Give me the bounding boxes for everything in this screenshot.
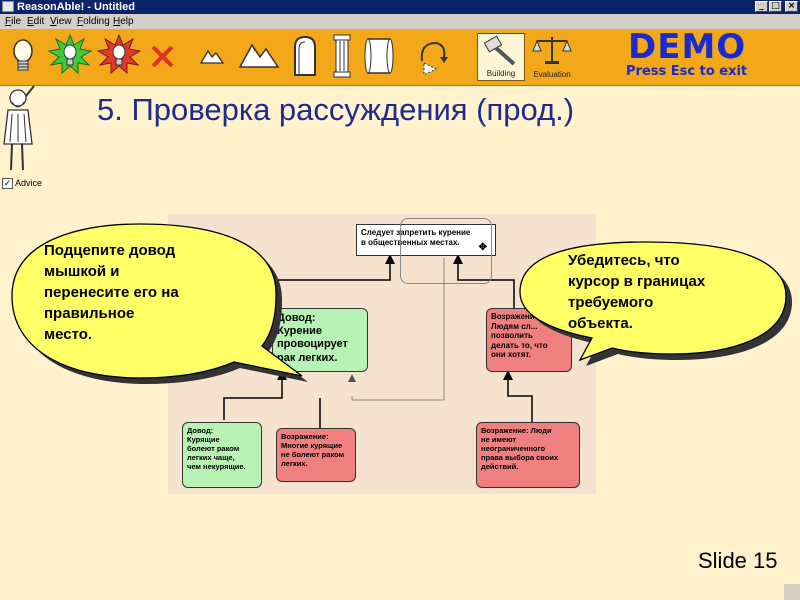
advice-checkbox[interactable]: ✓ — [2, 178, 13, 189]
reason-bottom-line: легких чаще, — [187, 453, 235, 462]
right-bubble-line: Убедитесь, что — [568, 252, 680, 269]
objection-bottom-right-line: неограниченного — [481, 444, 546, 453]
menu-bar: File Edit View Folding Help — [0, 14, 800, 29]
claim-node[interactable]: Следует запретить курение в общественных… — [356, 224, 496, 256]
demo-title: DEMO — [628, 27, 747, 67]
close-button[interactable]: × — [785, 1, 798, 12]
objection-right-line: они хотят. — [491, 350, 531, 360]
right-bubble-line: требуемого — [568, 294, 654, 311]
pillar-icon[interactable] — [330, 33, 354, 81]
objection-right-line: Людям сл... — [491, 321, 538, 331]
scroll-icon[interactable] — [362, 33, 396, 81]
left-bubble-line: Подцепите довод — [44, 242, 176, 259]
left-bubble-line: мышкой и — [44, 263, 120, 280]
reason-bottom-line: Довод: — [187, 426, 214, 435]
menu-folding[interactable]: Folding — [77, 16, 110, 27]
reason-node-main[interactable]: Довод: Курение провоцирует рак легких. — [272, 308, 368, 372]
rotate-arrow-icon[interactable] — [414, 33, 450, 81]
demo-subtitle: Press Esc to exit — [626, 64, 748, 79]
objection-bottom-left-line: Возражение: — [281, 432, 329, 441]
objection-bottom-left-line: не болеют раком — [281, 450, 345, 459]
right-bubble-line: объекта. — [568, 315, 633, 332]
reason-main-line: рак легких. — [277, 351, 338, 364]
claim-line-1: Следует запретить курение — [361, 228, 471, 237]
green-starburst-bulb-icon[interactable] — [48, 33, 92, 81]
objection-right-line: позволить — [491, 331, 533, 341]
objection-right-line: Возражение: — [491, 312, 542, 321]
reason-bottom-line: болеют раком — [187, 444, 240, 453]
reason-main-line: Курение — [277, 325, 323, 338]
maximize-button[interactable]: □ — [769, 1, 782, 12]
objection-bottom-right-line: не имеют — [481, 435, 517, 444]
reason-bottom-line: чем некурящие. — [187, 462, 246, 471]
objection-bottom-left-line: легких. — [281, 459, 308, 468]
slide-title: 5. Проверка рассуждения (прод.) — [97, 92, 575, 127]
building-mode-button[interactable]: Building — [477, 33, 525, 81]
right-bubble-text: Убедитесь, что курсор в границах требуем… — [568, 250, 705, 334]
right-bubble-line: курсор в границах — [568, 273, 706, 290]
minimize-button[interactable]: _ — [755, 1, 768, 12]
move-cursor-icon: ✥ — [478, 242, 487, 253]
lightbulb-icon[interactable] — [8, 33, 38, 81]
drag-outline — [400, 218, 492, 284]
resize-grip[interactable] — [784, 584, 800, 600]
building-label: Building — [486, 69, 516, 78]
objection-node-bottom-left[interactable]: Возражение: Многие курящие не болеют рак… — [276, 428, 356, 482]
app-icon — [2, 1, 14, 12]
right-bubble-shape — [519, 241, 792, 366]
advisor-figure-icon[interactable] — [2, 84, 42, 178]
left-bubble-line: правильное — [44, 305, 135, 322]
delete-x-icon[interactable] — [148, 33, 178, 81]
title-bar: ReasonAble! - Untitled _ □ × — [0, 0, 800, 14]
left-bubble-line: перенесите его на — [44, 284, 179, 301]
reason-bottom-line: Курящие — [187, 435, 220, 444]
hammer-icon — [483, 35, 516, 66]
left-bubble-text: Подцепите довод мышкой и перенесите его … — [44, 240, 179, 345]
toolbar: Building Evaluation — [0, 29, 800, 86]
reason-main-line: Довод: — [277, 312, 316, 324]
objection-bottom-right-line: действий. — [481, 462, 519, 471]
connector-arrow — [385, 254, 395, 264]
left-bubble-shape — [11, 223, 308, 384]
left-bubble-line: место. — [44, 326, 93, 343]
mountains-icon[interactable] — [238, 33, 280, 81]
slide-number: Slide 15 — [698, 548, 778, 573]
advice-label: Advice — [15, 178, 43, 188]
window-title: ReasonAble! - Untitled — [17, 1, 135, 13]
red-starburst-bulb-icon[interactable] — [97, 33, 141, 81]
objection-node-bottom-right[interactable]: Возражение: Люди не имеют неограниченног… — [476, 422, 580, 488]
scales-icon — [532, 37, 572, 64]
tombstone-icon[interactable] — [290, 33, 320, 81]
claim-line-2: в общественных местах. — [361, 237, 460, 247]
menu-edit[interactable]: Edit — [27, 16, 45, 27]
objection-bottom-left-line: Многие курящие — [281, 441, 343, 450]
menu-view[interactable]: View — [50, 16, 72, 27]
reason-main-line: провоцирует — [277, 338, 348, 351]
objection-bottom-right-line: Возражение: Люди — [481, 426, 552, 435]
menu-help[interactable]: Help — [113, 16, 134, 27]
evaluation-label: Evaluation — [533, 70, 571, 79]
small-hill-icon[interactable] — [198, 33, 226, 81]
objection-right-line: делать то, что — [491, 340, 548, 350]
reason-node-bottom[interactable]: Довод: Курящие болеют раком легких чаще,… — [182, 422, 262, 488]
objection-bottom-right-line: права выбора своих — [481, 453, 559, 462]
menu-file[interactable]: File — [5, 16, 22, 27]
evaluation-mode-button[interactable]: Evaluation — [528, 33, 576, 81]
